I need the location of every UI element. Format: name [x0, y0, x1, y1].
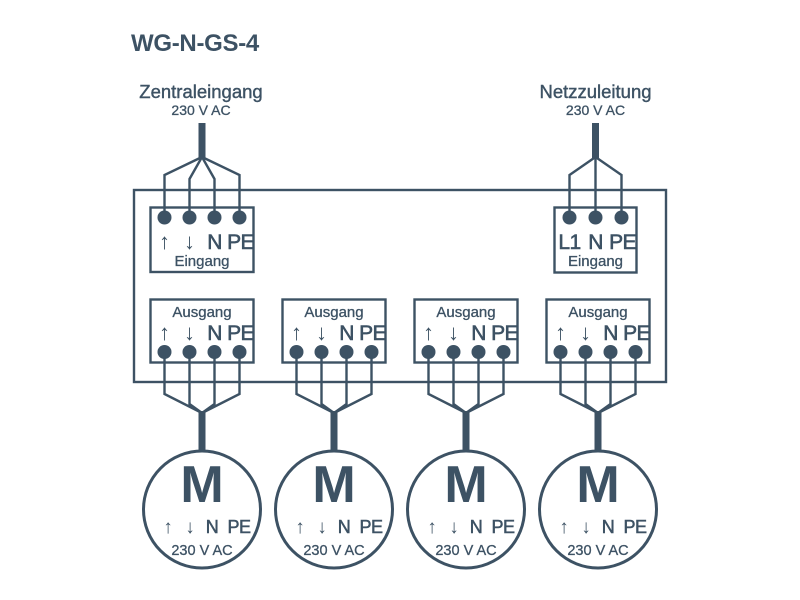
output-block-3: Ausgang ↑ ↓ N PE: [413, 298, 519, 451]
motor-symbol: M: [444, 456, 487, 514]
terminal-label-n: N: [588, 231, 603, 254]
motor-voltage: 230 V AC: [567, 543, 628, 559]
motor-cable: [330, 411, 338, 451]
motor-3: M ↑ ↓ N PE 230 V AC: [406, 449, 526, 570]
motor-4: M ↑ ↓ N PE 230 V AC: [538, 449, 658, 570]
motor-voltage: 230 V AC: [435, 543, 496, 559]
central-input-block: ↑ ↓ N PE Eingang: [149, 206, 255, 274]
motor-circle: [274, 449, 394, 570]
output-box: [149, 298, 255, 364]
output-box: [413, 298, 519, 364]
terminal-dot: [588, 210, 603, 225]
motor-circle: [538, 449, 658, 570]
terminal-label-pe: PE: [491, 517, 515, 537]
terminal-label-pe: PE: [227, 517, 251, 537]
terminal-label-n: N: [207, 322, 222, 345]
output-caption: Ausgang: [568, 304, 627, 321]
mains-feed-cable: [592, 123, 599, 158]
up-arrow-icon: ↑: [555, 320, 566, 345]
terminal-label-n: N: [471, 322, 486, 345]
down-arrow-icon: ↓: [580, 320, 591, 345]
motor-cable: [198, 411, 206, 451]
motor-cable: [594, 411, 602, 451]
terminal-label-pe: PE: [609, 231, 636, 254]
output-block-1: Ausgang ↑ ↓ N PE: [149, 298, 255, 451]
mains-input-box: [553, 206, 638, 274]
terminal-label-pe: PE: [359, 322, 386, 345]
motor-2: M ↑ ↓ N PE 230 V AC: [274, 449, 394, 570]
output-caption: Ausgang: [304, 304, 363, 321]
terminal-label-n: N: [339, 322, 354, 345]
motor-1: M ↑ ↓ N PE 230 V AC: [142, 449, 262, 570]
terminal-label-pe: PE: [491, 322, 518, 345]
central-feed-label: Zentraleingang: [139, 81, 262, 102]
central-feed-cable: [198, 123, 206, 158]
up-arrow-icon: ↑: [159, 229, 170, 254]
terminal-label-n: N: [338, 517, 351, 537]
diagram-title: WG-N-GS-4: [131, 30, 260, 57]
down-arrow-icon: ↓: [185, 517, 195, 538]
up-arrow-icon: ↑: [427, 517, 437, 538]
terminal-label-n: N: [470, 517, 483, 537]
up-arrow-icon: ↑: [295, 517, 305, 538]
down-arrow-icon: ↓: [448, 320, 459, 345]
motor-voltage: 230 V AC: [171, 543, 232, 559]
output-caption: Ausgang: [436, 304, 495, 321]
motor-symbol: M: [576, 456, 619, 514]
output-box: [281, 298, 387, 364]
down-arrow-icon: ↓: [581, 517, 591, 538]
output-box: [545, 298, 651, 364]
down-arrow-icon: ↓: [184, 229, 195, 254]
output-wires: [163, 352, 241, 415]
terminal-label-pe: PE: [227, 231, 254, 254]
output-caption: Ausgang: [172, 304, 231, 321]
motor-cable: [462, 411, 470, 451]
output-wires: [559, 352, 637, 415]
down-arrow-icon: ↓: [316, 320, 327, 345]
central-input-box: [149, 206, 255, 274]
motor-circle: [142, 449, 262, 570]
central-input-caption: Eingang: [174, 253, 229, 270]
up-arrow-icon: ↑: [423, 320, 434, 345]
terminal-label-n: N: [207, 231, 222, 254]
up-arrow-icon: ↑: [163, 517, 173, 538]
up-arrow-icon: ↑: [159, 320, 170, 345]
mains-feed-voltage: 230 V AC: [566, 102, 625, 118]
terminal-label-n: N: [206, 517, 219, 537]
terminal-dot: [157, 210, 172, 225]
terminal-label-n: N: [603, 322, 618, 345]
down-arrow-icon: ↓: [449, 517, 459, 538]
terminal-label-n: N: [602, 517, 615, 537]
device-outline: [132, 188, 668, 384]
central-feed-voltage: 230 V AC: [171, 102, 230, 118]
terminal-label-pe: PE: [623, 322, 650, 345]
output-wires: [427, 352, 505, 415]
terminal-dot: [562, 210, 577, 225]
mains-input-caption: Eingang: [568, 253, 623, 270]
up-arrow-icon: ↑: [291, 320, 302, 345]
terminal-dot: [232, 210, 247, 225]
terminal-dot: [207, 210, 222, 225]
mains-input-block: L1 N PE Eingang: [553, 206, 638, 274]
motor-circle: [406, 449, 526, 570]
terminal-label-pe: PE: [359, 517, 383, 537]
motor-symbol: M: [312, 456, 355, 514]
terminal-label-pe: PE: [623, 517, 647, 537]
motor-voltage: 230 V AC: [303, 543, 364, 559]
mains-feed-label: Netzzuleitung: [539, 81, 651, 102]
terminal-dot: [182, 210, 197, 225]
output-wires: [295, 352, 373, 415]
mains-feed: Netzzuleitung 230 V AC: [539, 81, 652, 217]
down-arrow-icon: ↓: [317, 517, 327, 538]
central-feed: Zentraleingang 230 V AC: [139, 81, 263, 217]
output-block-4: Ausgang ↑ ↓ N PE: [545, 298, 651, 451]
down-arrow-icon: ↓: [184, 320, 195, 345]
terminal-dot: [614, 210, 629, 225]
terminal-label-l1: L1: [558, 231, 580, 254]
terminal-label-pe: PE: [227, 322, 254, 345]
motor-symbol: M: [180, 456, 223, 514]
output-block-2: Ausgang ↑ ↓ N PE: [281, 298, 387, 451]
up-arrow-icon: ↑: [559, 517, 569, 538]
central-feed-wires: [163, 155, 241, 217]
